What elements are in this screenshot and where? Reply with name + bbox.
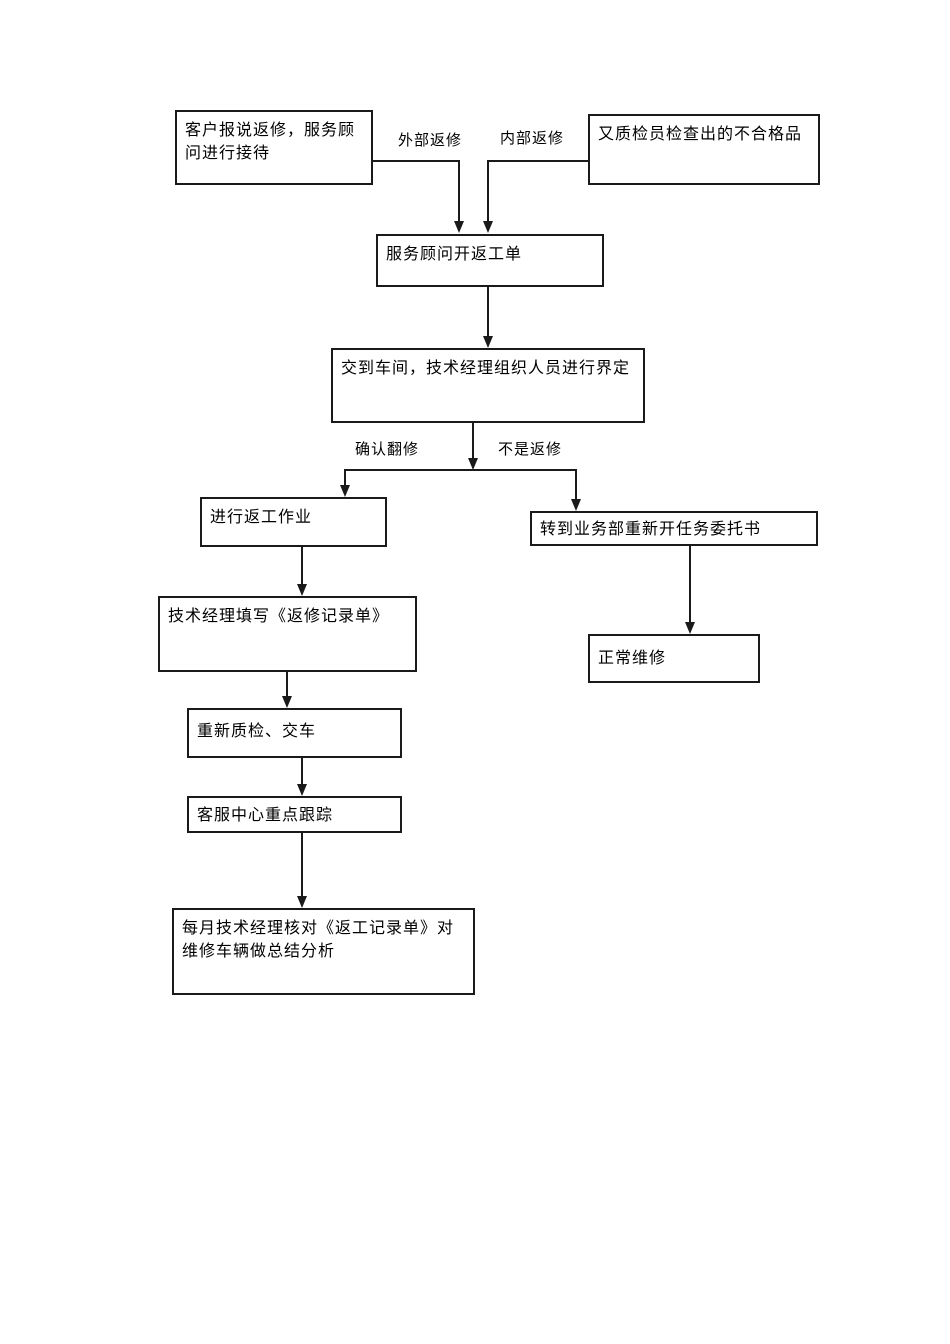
connector-line	[575, 469, 577, 500]
flow-node-workshop-determine: 交到车间，技术经理组织人员进行界定	[331, 348, 645, 423]
connector-line	[301, 547, 303, 585]
arrowhead-icon	[483, 336, 493, 348]
flow-node-fill-record: 技术经理填写《返修记录单》	[158, 596, 417, 672]
connector-line	[488, 160, 588, 162]
arrowhead-icon	[297, 584, 307, 596]
arrowhead-icon	[454, 221, 464, 233]
connector-line	[301, 758, 303, 785]
flow-node-inspector-reject: 又质检员检查出的不合格品	[588, 114, 820, 185]
connector-line	[345, 469, 576, 471]
flow-node-customer-report: 客户报说返修，服务顾 问进行接待	[175, 110, 373, 185]
connector-line	[373, 160, 460, 162]
flow-node-service-track: 客服中心重点跟踪	[187, 796, 402, 833]
edge-label-external-rework: 外部返修	[398, 133, 463, 149]
arrowhead-icon	[468, 458, 478, 470]
arrowhead-icon	[282, 696, 292, 708]
connector-line	[472, 423, 474, 459]
arrowhead-icon	[685, 622, 695, 634]
arrowhead-icon	[571, 499, 581, 511]
connector-line	[487, 160, 489, 222]
connector-line	[301, 833, 303, 897]
connector-line	[458, 160, 460, 222]
arrowhead-icon	[297, 896, 307, 908]
flow-node-transfer-business: 转到业务部重新开任务委托书	[530, 511, 818, 546]
flow-node-open-rework-order: 服务顾问开返工单	[376, 234, 604, 287]
arrowhead-icon	[340, 485, 350, 497]
connector-line	[286, 672, 288, 697]
flow-node-normal-repair: 正常维修	[588, 634, 760, 683]
edge-label-not-rework: 不是返修	[498, 442, 563, 458]
edge-label-confirm-rework: 确认翻修	[355, 442, 420, 458]
flow-node-monthly-summary: 每月技术经理核对《返工记录单》对 维修车辆做总结分析	[172, 908, 475, 995]
flow-node-do-rework: 进行返工作业	[200, 497, 387, 547]
edge-label-internal-rework: 内部返修	[500, 131, 565, 147]
connector-line	[689, 546, 691, 623]
connector-line	[344, 469, 346, 486]
flow-node-recheck-deliver: 重新质检、交车	[187, 708, 402, 758]
connector-line	[487, 287, 489, 337]
arrowhead-icon	[483, 221, 493, 233]
arrowhead-icon	[297, 784, 307, 796]
